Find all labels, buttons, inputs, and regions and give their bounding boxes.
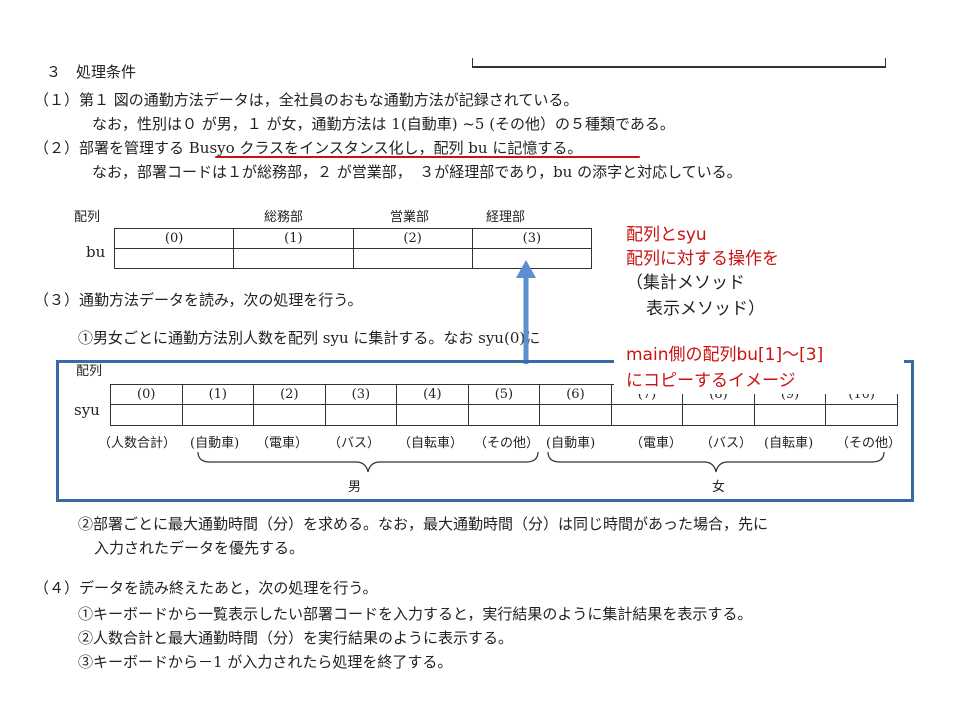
syu-caption-9: (自転車) bbox=[764, 436, 814, 451]
item3-sub2-line1: ②部署ごとに最大通勤時間（分）を求める。なお，最大通勤時間（分）は同じ時間があっ… bbox=[78, 515, 769, 533]
item4-sub3: ③キーボードから－1 が入力されたら処理を終了する。 bbox=[78, 653, 453, 671]
syu-cell bbox=[110, 404, 183, 426]
syu-caption-5: （その他） bbox=[474, 436, 540, 451]
bu-index-0: (0) bbox=[113, 228, 235, 249]
bu-cell bbox=[233, 248, 354, 269]
syu-array-name: syu bbox=[74, 401, 100, 419]
bu-dept-label-1: 総務部 bbox=[264, 210, 304, 225]
syu-caption-0: （人数合計） bbox=[98, 436, 177, 451]
item4-sub1: ①キーボードから一覧表示したい部署コードを入力すると，実行結果のように集計結果を… bbox=[78, 605, 753, 623]
syu-cell bbox=[467, 404, 541, 426]
item4-sub2: ②人数合計と最大通勤時間（分）を実行結果のように表示する。 bbox=[78, 629, 514, 647]
up-arrow bbox=[516, 260, 536, 364]
bu-array-name: bu bbox=[86, 243, 106, 261]
syu-caption-8: （バス） bbox=[700, 436, 753, 451]
bu-dept-label-3: 経理部 bbox=[486, 210, 526, 225]
red-underline bbox=[215, 156, 640, 158]
item3-line1: （３）通勤方法データを読み，次の処理を行う。 bbox=[34, 291, 363, 309]
syu-cell bbox=[682, 404, 755, 426]
bu-cell bbox=[471, 248, 593, 269]
item2-line1: （２）部署を管理する Busyo クラスをインスタンス化し，配列 bu に記憶す… bbox=[34, 139, 583, 157]
male-brace bbox=[197, 451, 539, 473]
bu-dept-label-2: 営業部 bbox=[390, 210, 430, 225]
bu-index-2: (2) bbox=[352, 228, 473, 249]
annotation1-line2: 配列に対する操作を bbox=[626, 249, 779, 269]
syu-index-1: (1) bbox=[181, 384, 255, 405]
female-brace bbox=[547, 451, 885, 473]
bu-cell bbox=[352, 248, 473, 269]
item3-sub1: ①男女ごとに通勤方法別人数を配列 syu に集計する。なお syu(0)に bbox=[78, 329, 541, 347]
annotation2-line2: にコピーするイメージ bbox=[626, 371, 796, 391]
syu-cell bbox=[825, 404, 898, 426]
item3-sub2-line2: 入力されたデータを優先する。 bbox=[94, 539, 305, 557]
annotation1-line3: （集計メソッド bbox=[626, 273, 745, 293]
section-heading: ３ 処理条件 bbox=[46, 63, 137, 81]
syu-cell bbox=[539, 404, 612, 426]
bu-index-1: (1) bbox=[233, 228, 354, 249]
bu-array-table: (0) (1) (2) (3) bbox=[113, 228, 593, 269]
annotation2-line1: main側の配列bu[1]～[3] bbox=[626, 345, 824, 365]
item4-line1: （４）データを読み終えたあと，次の処理を行う。 bbox=[34, 579, 378, 597]
bu-array-label: 配列 bbox=[74, 210, 101, 225]
syu-cell bbox=[610, 404, 684, 426]
syu-caption-6: (自動車) bbox=[546, 436, 596, 451]
syu-caption-7: （電車） bbox=[630, 436, 683, 451]
male-label: 男 bbox=[348, 480, 362, 495]
syu-cell bbox=[181, 404, 255, 426]
bu-cell bbox=[113, 248, 235, 269]
item2-line2: なお，部署コードは１が総務部，２ が営業部， ３が経理部であり，bu の添字と対… bbox=[92, 163, 742, 181]
annotation1-line4: 表示メソッド） bbox=[646, 299, 765, 319]
syu-caption-10: （その他） bbox=[836, 436, 902, 451]
header-rule bbox=[472, 58, 886, 68]
syu-caption-4: （自転車） bbox=[398, 436, 464, 451]
syu-index-0: (0) bbox=[110, 384, 183, 405]
annotation2-bg bbox=[614, 338, 904, 394]
syu-caption-2: （電車） bbox=[256, 436, 309, 451]
female-label: 女 bbox=[712, 480, 726, 495]
syu-caption-3: （バス） bbox=[328, 436, 381, 451]
item1-line1: （１）第１ 図の通勤方法データは，全社員のおもな通勤方法が記録されている。 bbox=[34, 91, 579, 109]
bu-index-3: (3) bbox=[471, 228, 593, 249]
syu-caption-1: (自動車) bbox=[190, 436, 240, 451]
annotation1-line1: 配列とsyu bbox=[626, 225, 707, 245]
syu-array-label: 配列 bbox=[76, 364, 103, 379]
item1-line2: なお，性別は０ が男，１ が女，通勤方法は 1(自動車) ~5 (その他）の５種… bbox=[92, 115, 675, 133]
syu-highlight-box bbox=[56, 360, 914, 502]
